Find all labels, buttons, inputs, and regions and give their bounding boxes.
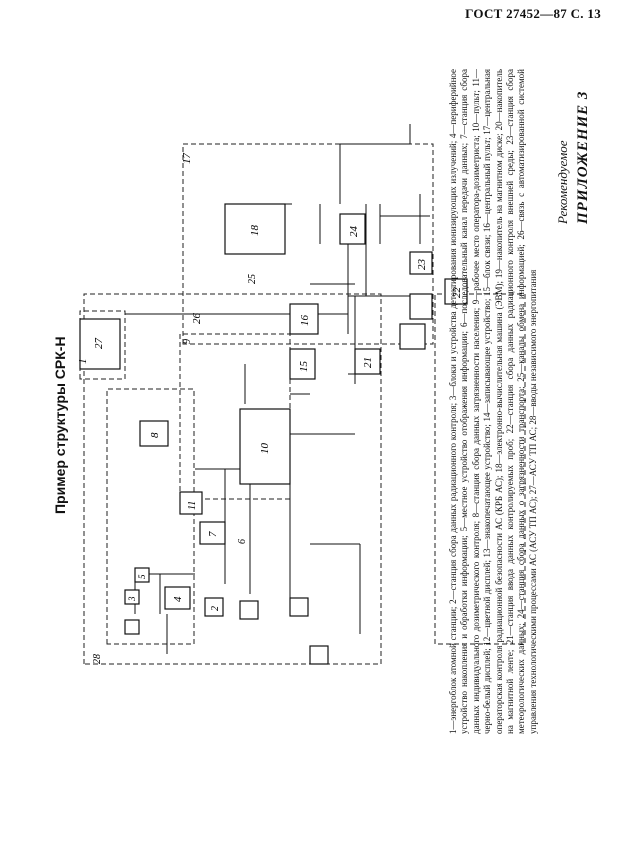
block-23 — [409, 251, 433, 275]
label-block-21: 21 — [362, 357, 374, 368]
label-block-2: 2 — [210, 606, 221, 611]
block-2d — [309, 645, 329, 665]
label-block-9: 9 — [182, 339, 193, 344]
block-11 — [179, 491, 203, 515]
block-7 — [199, 521, 226, 545]
block-15-upper — [289, 348, 316, 380]
block-5 — [134, 567, 150, 583]
label-block-5: 5 — [137, 574, 147, 579]
block-4 — [164, 586, 191, 610]
figure-legend: 1—энергоблок атомной станции; 2—станция … — [448, 69, 538, 734]
block-3b — [124, 619, 140, 635]
block-18-upper — [224, 203, 286, 255]
page-header: ГОСТ 27452—87 С. 13 — [465, 6, 601, 21]
label-block-16: 16 — [299, 315, 311, 327]
label-block-11: 11 — [187, 501, 198, 510]
block-16 — [289, 303, 319, 335]
label-block-15: 15 — [298, 361, 310, 373]
block-3a — [124, 589, 140, 605]
operator-room-frame — [182, 143, 434, 345]
block-2c — [289, 597, 309, 617]
block-8 — [139, 420, 169, 447]
label-block-3: 3 — [127, 596, 137, 602]
label-block-24: 24 — [348, 226, 360, 238]
unit-1-frame — [83, 293, 382, 665]
block-18-lower — [399, 323, 426, 350]
label-block-28: 28 — [92, 654, 103, 664]
label-block-4: 4 — [172, 596, 184, 602]
block-2a — [204, 597, 224, 617]
label-block-1: 1 — [77, 359, 89, 365]
block-2b — [239, 600, 259, 620]
label-block-6: 6 — [237, 539, 248, 544]
label-block-10: 10 — [259, 443, 271, 455]
label-block-23: 23 — [416, 259, 428, 271]
label-block-7: 7 — [207, 531, 219, 537]
block-24 — [339, 213, 366, 245]
label-block-27: 27 — [93, 338, 105, 350]
unit-1-right-frame — [434, 293, 526, 645]
block-21 — [354, 348, 381, 375]
workstation-frame — [179, 333, 291, 500]
label-block-22: 22 — [451, 287, 463, 299]
block-27 — [79, 318, 121, 370]
block-10 — [239, 408, 291, 485]
label-block-18: 18 — [249, 225, 261, 237]
label-block-17: 17 — [181, 153, 193, 165]
station-2-frame — [106, 388, 195, 645]
label-block-25: 25 — [247, 274, 258, 284]
block-22 — [444, 278, 468, 305]
block-15-lower — [409, 293, 433, 320]
label-block-8: 8 — [149, 432, 161, 438]
label-block-26: 26 — [191, 313, 203, 325]
